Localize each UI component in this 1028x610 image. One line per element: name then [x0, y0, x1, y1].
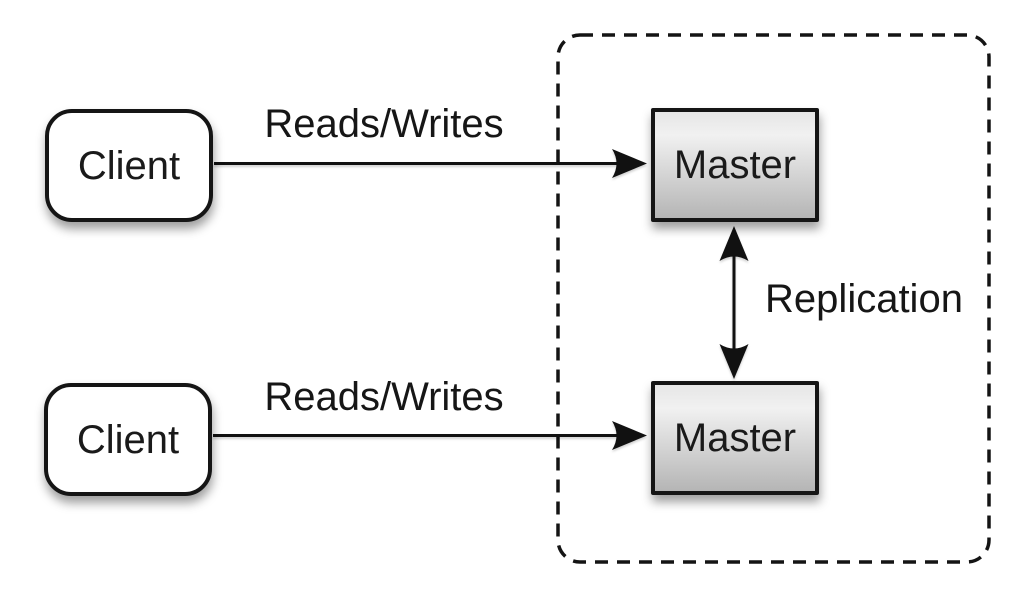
arrowhead-right-icon	[612, 421, 647, 450]
node-master-top: Master	[651, 108, 819, 222]
edge-label-reads-writes-top: Reads/Writes	[264, 102, 504, 146]
edge-label-reads-writes-bottom: Reads/Writes	[264, 375, 504, 419]
dashed-boundary-box	[556, 33, 991, 564]
edge-label-replication: Replication	[765, 277, 963, 321]
arrow-reads-writes-bottom	[213, 421, 647, 450]
arrow-reads-writes-top	[214, 149, 647, 178]
arrow-replication	[719, 226, 749, 379]
node-master-bottom: Master	[651, 381, 819, 495]
node-client-bottom-label: Client	[76, 417, 180, 462]
arrowhead-right-icon	[612, 149, 647, 178]
node-client-top-label: Client	[77, 143, 181, 188]
node-client-bottom: Client	[44, 383, 212, 496]
node-master-top-label: Master	[673, 143, 797, 187]
node-client-top: Client	[45, 109, 213, 222]
arrowhead-down-icon	[719, 344, 749, 379]
arrowhead-up-icon	[719, 226, 749, 261]
node-master-bottom-label: Master	[673, 416, 797, 460]
